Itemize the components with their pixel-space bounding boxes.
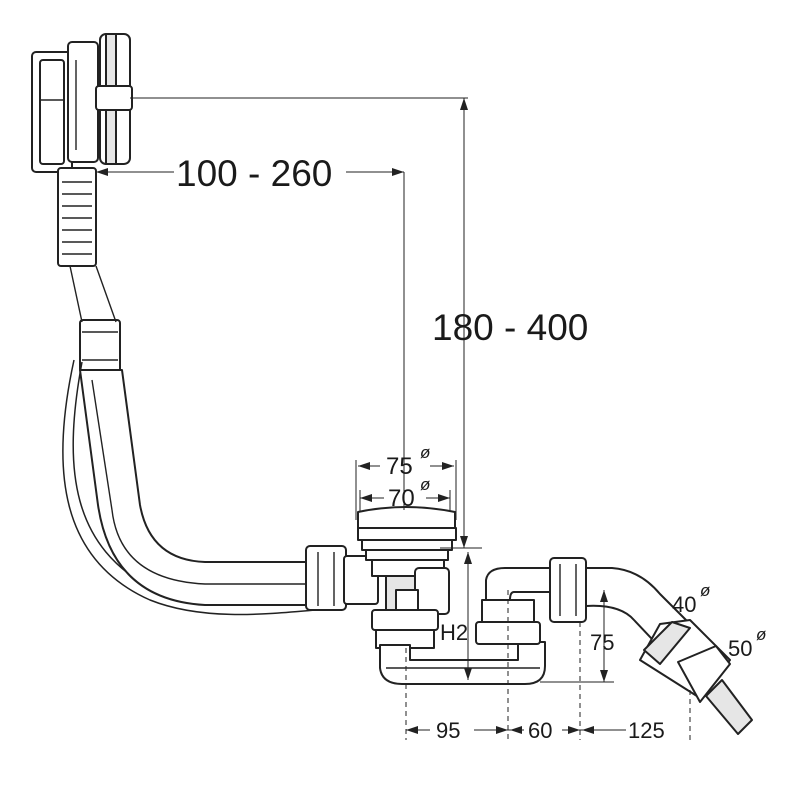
overflow-diameter-label: 40 bbox=[672, 592, 696, 617]
outer-diameter-label: 75 bbox=[386, 453, 413, 480]
drain-valve-body bbox=[357, 506, 457, 649]
outlet-pipe bbox=[585, 567, 753, 735]
overflow-pipe-nut bbox=[305, 545, 347, 611]
outer-diameter-symbol: ø bbox=[420, 443, 430, 462]
overflow-offset-label: 100 - 260 bbox=[176, 153, 332, 194]
flexible-hose bbox=[57, 167, 121, 373]
overflow-head bbox=[31, 33, 133, 173]
trap-label: H2 bbox=[440, 620, 468, 645]
outlet-diameter-symbol: ø bbox=[756, 625, 766, 644]
siphon-trap bbox=[379, 567, 557, 685]
trap-height-label: 75 bbox=[590, 630, 614, 655]
overflow-pipe bbox=[79, 369, 321, 606]
inner-diameter-symbol: ø bbox=[420, 475, 430, 494]
outlet-nut bbox=[549, 557, 587, 623]
span-2-label: 60 bbox=[528, 718, 552, 743]
outlet-diameter-label: 50 bbox=[728, 636, 752, 661]
overflow-diameter-symbol: ø bbox=[700, 581, 710, 600]
height-range-label: 180 - 400 bbox=[432, 307, 588, 348]
inner-diameter-label: 70 bbox=[388, 485, 415, 512]
dimension-lines bbox=[96, 97, 691, 740]
span-1-label: 95 bbox=[436, 718, 460, 743]
span-3-label: 125 bbox=[628, 718, 665, 743]
